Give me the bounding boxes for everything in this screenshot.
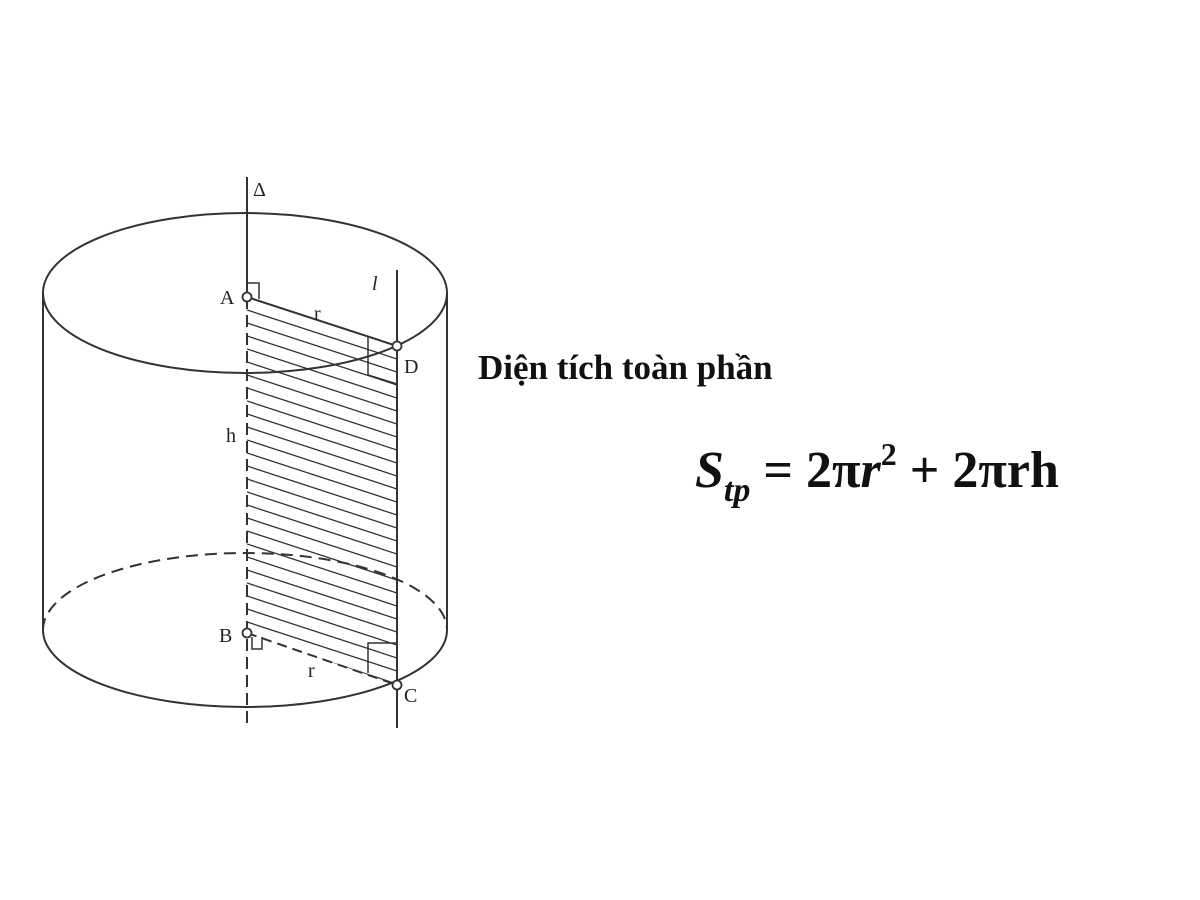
hatch-line (247, 387, 397, 438)
hatch-line (247, 426, 397, 477)
point-B (241, 627, 253, 639)
bottom-base-back (42, 552, 448, 631)
point-A (241, 291, 253, 303)
formula-eq: = 2π (750, 442, 861, 499)
right-angle-B (251, 637, 263, 650)
formula-r: r (860, 442, 881, 499)
formula-subscript: tp (723, 472, 751, 509)
hatch-line (247, 673, 397, 685)
hatch-line (247, 660, 397, 685)
hatch-line (247, 452, 397, 503)
hatch-line (247, 582, 397, 633)
label-A: A (220, 287, 235, 309)
hatch-line (247, 348, 397, 399)
hatch-line (247, 400, 397, 451)
hatch-line (247, 595, 397, 646)
hatch-line (247, 569, 397, 620)
hatch-line (247, 309, 397, 360)
hatch-line (247, 556, 397, 607)
label-r-top: r (314, 303, 321, 325)
hatch-line (247, 439, 397, 490)
bottom-base-front (42, 629, 448, 708)
surface-area-title: Diện tích toàn phần (478, 348, 773, 387)
hatch-line (247, 465, 397, 516)
hatch-line (247, 621, 397, 672)
hatch-line (247, 413, 397, 464)
formula-S: S (695, 442, 724, 499)
right-angle-A (247, 282, 260, 299)
hatch-line (247, 530, 397, 581)
label-B: B (219, 625, 232, 647)
hatch-line (247, 687, 397, 736)
point-D (391, 340, 403, 352)
label-l: l (372, 273, 378, 295)
hatch-line (247, 322, 397, 373)
hatch-line (247, 374, 397, 425)
hatch-line (247, 478, 397, 529)
point-C (391, 679, 403, 691)
hatch-line (247, 504, 397, 555)
label-C: C (404, 685, 417, 707)
label-r-bottom: r (308, 660, 315, 682)
label-D: D (404, 356, 418, 378)
surface-area-formula: Stp = 2πr2 + 2πrh (695, 436, 1059, 510)
formula-rest: + 2πrh (896, 442, 1059, 499)
formula-exponent: 2 (880, 436, 897, 472)
right-angle-C (367, 642, 397, 673)
hatch-line (247, 543, 397, 594)
hatch-line (247, 361, 397, 412)
hatched-rectangle (247, 297, 397, 736)
right-angle-D (367, 337, 398, 385)
hatch-line (247, 491, 397, 542)
label-delta: Δ (253, 179, 266, 201)
hatch-line (247, 517, 397, 568)
label-h: h (226, 425, 236, 447)
hatch-line (247, 608, 397, 659)
